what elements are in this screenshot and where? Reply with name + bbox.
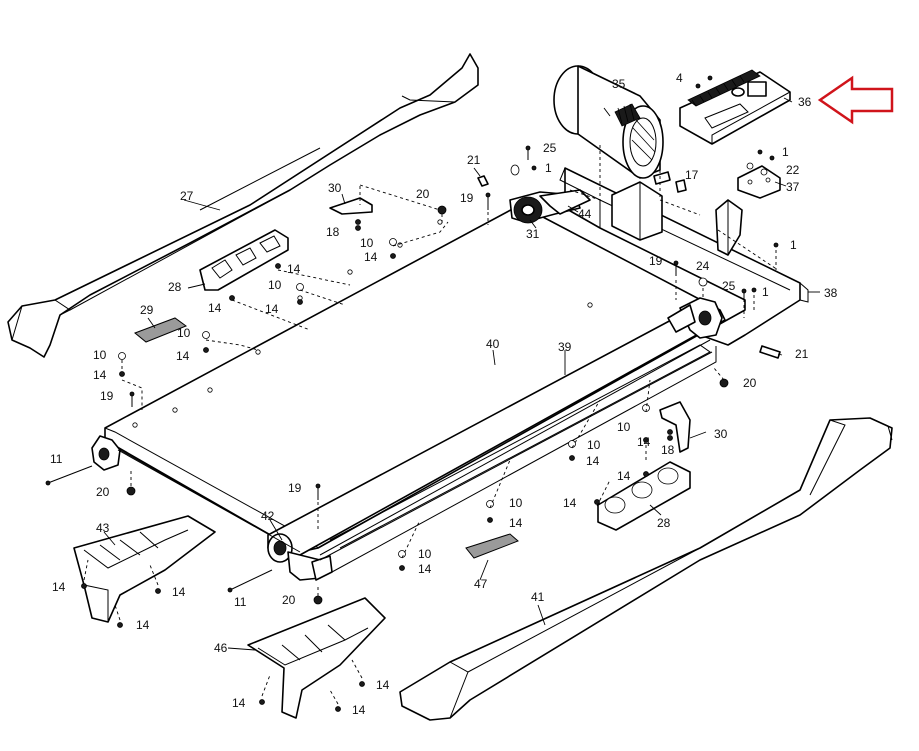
callout-11: 11 bbox=[50, 452, 63, 466]
callout-10: 10 bbox=[177, 326, 191, 340]
callout-18: 18 bbox=[661, 443, 675, 457]
callout-29: 29 bbox=[140, 303, 154, 317]
part-28-deck-cushion-left bbox=[199, 229, 289, 291]
callout-40: 40 bbox=[486, 337, 500, 351]
callout-14: 14 bbox=[509, 516, 523, 530]
callout-14: 14 bbox=[176, 349, 190, 363]
callout-41: 41 bbox=[531, 590, 545, 604]
callout-31: 31 bbox=[526, 227, 540, 241]
callout-14: 14 bbox=[586, 454, 600, 468]
callout-10: 10 bbox=[617, 420, 631, 434]
callout-28: 28 bbox=[657, 516, 671, 530]
callout-47: 47 bbox=[474, 577, 488, 591]
callout-14: 14 bbox=[172, 585, 186, 599]
part-46-rear-endcap-right bbox=[247, 597, 386, 719]
callout-14: 14 bbox=[352, 703, 366, 717]
callout-14: 14 bbox=[93, 368, 107, 382]
part-35-drive-motor bbox=[553, 65, 664, 179]
callout-10: 10 bbox=[93, 348, 107, 362]
callout-20: 20 bbox=[96, 485, 110, 499]
callout-20: 20 bbox=[282, 593, 296, 607]
callout-1: 1 bbox=[762, 285, 769, 299]
callout-14: 14 bbox=[376, 678, 390, 692]
leader-lines bbox=[103, 97, 820, 651]
callout-4: 4 bbox=[676, 71, 683, 85]
callout-14: 14 bbox=[136, 618, 150, 632]
callout-14: 14 bbox=[287, 262, 301, 276]
callout-20: 20 bbox=[743, 376, 757, 390]
part-36-controller-board bbox=[679, 69, 791, 145]
rear-right-roller-bracket bbox=[667, 297, 723, 339]
callout-14: 14 bbox=[637, 435, 651, 449]
motor-mount-bracket bbox=[611, 181, 663, 241]
callout-42: 42 bbox=[261, 509, 275, 523]
part-41-right-side-rail bbox=[399, 417, 893, 721]
callout-28: 28 bbox=[168, 280, 182, 294]
callout-43: 43 bbox=[96, 521, 110, 535]
callout-14: 14 bbox=[418, 562, 432, 576]
callout-39: 39 bbox=[558, 340, 572, 354]
callout-19: 19 bbox=[288, 481, 302, 495]
callout-1: 1 bbox=[782, 145, 789, 159]
callout-19: 19 bbox=[649, 254, 663, 268]
callout-25: 25 bbox=[722, 279, 736, 293]
callout-38: 38 bbox=[824, 286, 838, 300]
callout-35: 35 bbox=[612, 77, 626, 91]
callout-19: 19 bbox=[460, 191, 474, 205]
callout-10: 10 bbox=[418, 547, 432, 561]
callout-21: 21 bbox=[467, 153, 481, 167]
callout-19: 19 bbox=[100, 389, 114, 403]
callout-14: 14 bbox=[208, 301, 222, 315]
callout-14: 14 bbox=[52, 580, 66, 594]
part-29-grey-pad bbox=[134, 317, 188, 343]
callout-21: 21 bbox=[795, 347, 809, 361]
callout-30: 30 bbox=[714, 427, 728, 441]
callout-14: 14 bbox=[617, 469, 631, 483]
callout-labels: 27 30 20 19 21 25 1 35 4 36 1 22 37 17 4… bbox=[50, 71, 838, 717]
part-43-rear-endcap-left bbox=[73, 515, 216, 623]
callout-18: 18 bbox=[326, 225, 340, 239]
callout-14: 14 bbox=[265, 302, 279, 316]
callout-20: 20 bbox=[416, 187, 430, 201]
callout-14: 14 bbox=[364, 250, 378, 264]
highlight-arrow-icon bbox=[817, 75, 894, 125]
callout-10: 10 bbox=[360, 236, 374, 250]
part-30-bracket-right bbox=[659, 401, 691, 453]
callout-44: 44 bbox=[578, 207, 592, 221]
callout-10: 10 bbox=[268, 278, 282, 292]
callout-22: 22 bbox=[786, 163, 800, 177]
callout-27: 27 bbox=[180, 189, 194, 203]
frame-upright-bracket bbox=[715, 199, 743, 256]
callout-11: 11 bbox=[234, 595, 247, 609]
rear-left-roller-bracket bbox=[91, 435, 301, 553]
part-47-grey-pad bbox=[465, 533, 519, 559]
callout-1: 1 bbox=[790, 238, 797, 252]
callout-10: 10 bbox=[587, 438, 601, 452]
callout-46: 46 bbox=[214, 641, 228, 655]
part-37-mount-plate bbox=[737, 165, 781, 199]
callout-14: 14 bbox=[232, 696, 246, 710]
callout-10: 10 bbox=[509, 496, 523, 510]
part-28-deck-cushion-right bbox=[597, 461, 691, 531]
part-44-drive-belt bbox=[539, 189, 591, 215]
callout-37: 37 bbox=[786, 180, 800, 194]
part-27-left-side-rail bbox=[7, 53, 479, 358]
part-30-bracket-left bbox=[329, 197, 373, 215]
callout-36: 36 bbox=[798, 95, 812, 109]
callout-24: 24 bbox=[696, 259, 710, 273]
callout-14: 14 bbox=[563, 496, 577, 510]
assembly-lines bbox=[83, 145, 779, 705]
callout-17: 17 bbox=[685, 168, 699, 182]
fasteners bbox=[45, 75, 781, 712]
callout-30: 30 bbox=[328, 181, 342, 195]
callout-1: 1 bbox=[545, 161, 552, 175]
callout-25: 25 bbox=[543, 141, 557, 155]
